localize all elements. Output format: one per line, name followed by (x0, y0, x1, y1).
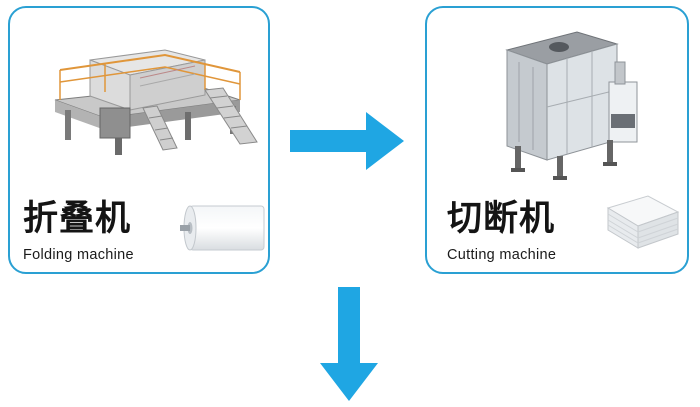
tissue-stack-illustration (606, 195, 680, 249)
cutting-title-chinese: 切断机 (447, 199, 556, 239)
folding-machine-illustration (54, 49, 258, 155)
cutting-title-english: Cutting machine (447, 247, 557, 263)
arrow-right-icon (290, 112, 404, 170)
arrow-down-icon (320, 287, 378, 401)
step-card-folding: 折叠机 Folding machine (8, 6, 270, 274)
tissue-roll-illustration (180, 205, 265, 251)
folding-title-chinese: 折叠机 (23, 199, 132, 239)
folding-title-english: Folding machine (23, 247, 134, 263)
cutting-machine-illustration (505, 31, 638, 180)
step-card-cutting: 切断机 Cutting machine (425, 6, 689, 274)
